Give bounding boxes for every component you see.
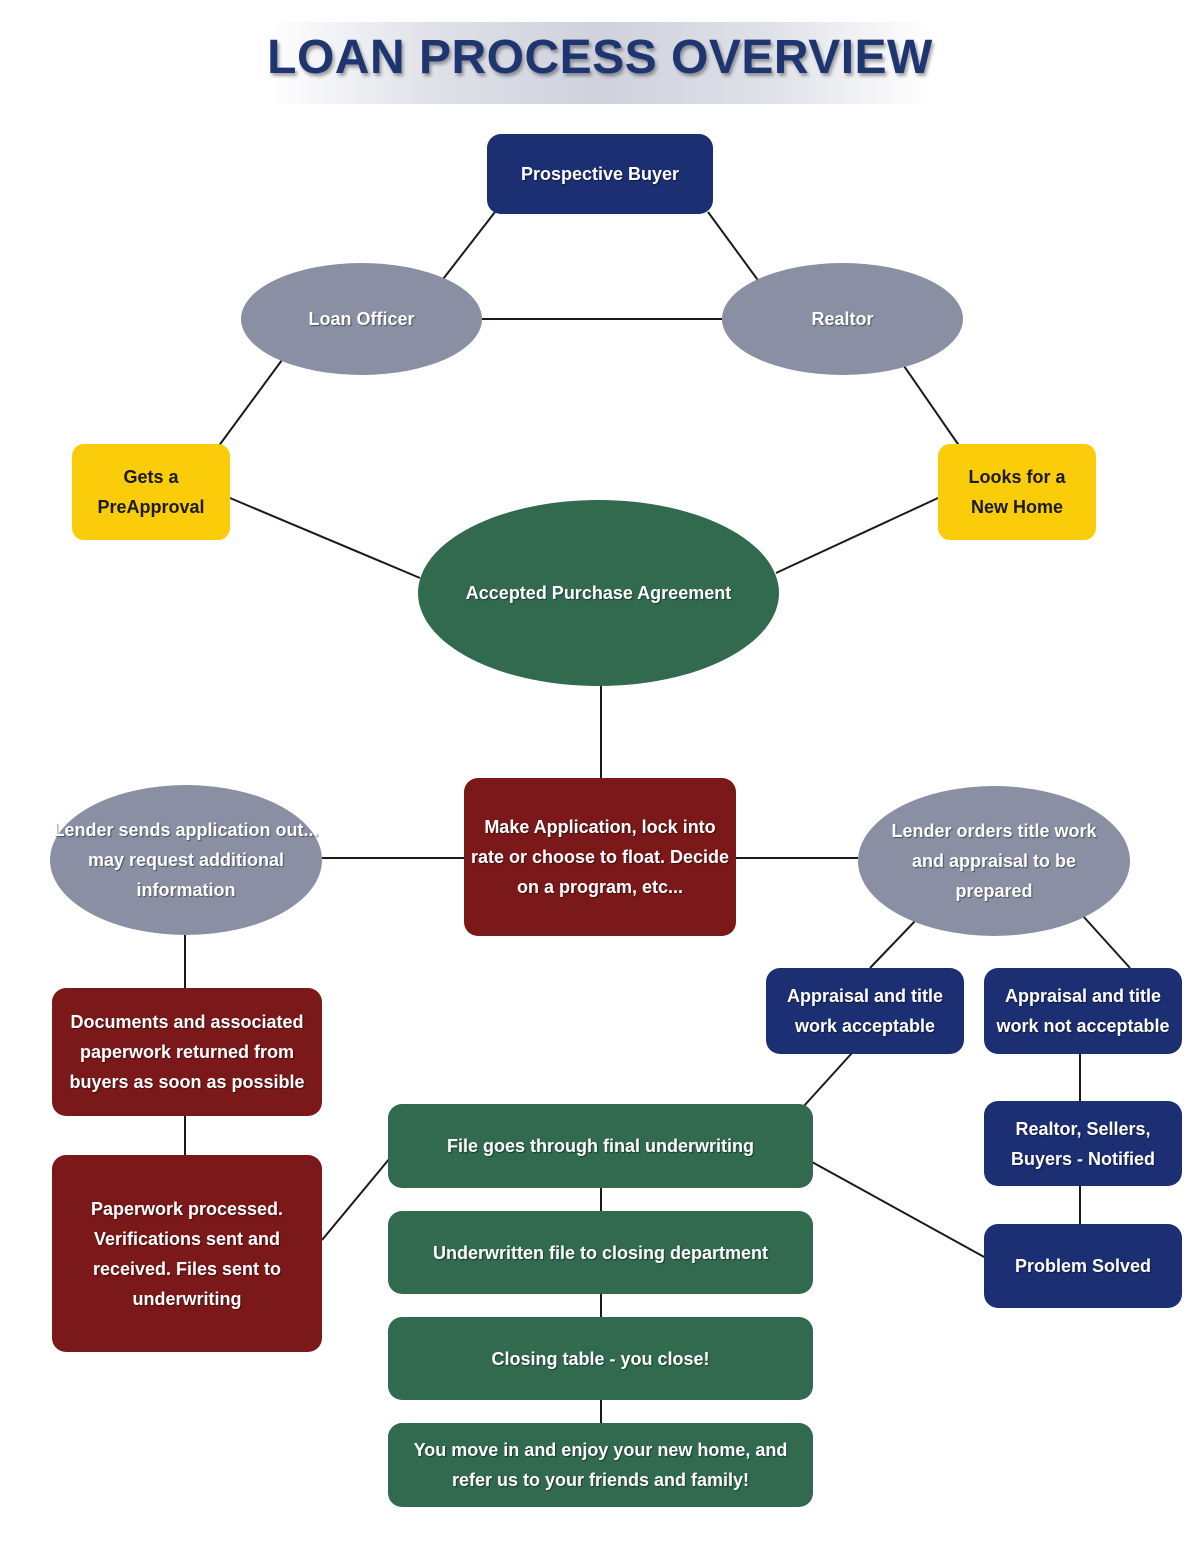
title-background (268, 22, 932, 104)
node-label: Paperwork processed. Verifications sent … (90, 1198, 284, 1309)
node-label: Prospective Buyer (520, 164, 680, 184)
connector (802, 1052, 853, 1108)
node-label: File goes through final underwriting (447, 1136, 754, 1156)
node-loan-officer: Loan Officer (241, 263, 482, 375)
node-label: Looks for a New Home (968, 467, 1066, 517)
node-label: Gets a PreApproval (97, 467, 205, 517)
connector (903, 365, 961, 448)
node-label: Loan Officer (308, 309, 415, 329)
node-final-underwriting: File goes through final underwriting (388, 1104, 813, 1188)
connector (217, 359, 283, 448)
connector (321, 1157, 391, 1241)
node-lender-sends-application: Lender sends application out... may requ… (50, 785, 322, 935)
node-label: Realtor, Sellers, Buyers - Notified (1010, 1118, 1156, 1169)
connector (869, 919, 917, 969)
node-label: Appraisal and title work acceptable (786, 986, 944, 1036)
node-label: Accepted Purchase Agreement (465, 583, 732, 603)
node-label: Appraisal and title work not acceptable (996, 986, 1170, 1036)
node-label: You move in and enjoy your new home, and… (413, 1440, 788, 1490)
node-looks-for-home: Looks for a New Home (938, 444, 1096, 540)
node-prospective-buyer: Prospective Buyer (487, 134, 713, 214)
node-realtor-sellers-buyers-notified: Realtor, Sellers, Buyers - Notified (984, 1101, 1182, 1186)
node-documents-returned: Documents and associated paperwork retur… (52, 988, 322, 1116)
node-closing-department: Underwritten file to closing department (388, 1211, 813, 1294)
node-label: Realtor (811, 309, 874, 329)
connector (775, 497, 939, 574)
page-title: LOAN PROCESS OVERVIEW (267, 31, 933, 84)
node-label: Lender sends application out... may requ… (53, 820, 319, 900)
connector (439, 211, 496, 284)
node-realtor: Realtor (722, 263, 963, 375)
node-accepted-purchase-agreement: Accepted Purchase Agreement (418, 500, 779, 686)
node-label: Lender orders title work and appraisal t… (891, 821, 1097, 901)
node-label: Documents and associated paperwork retur… (69, 1012, 305, 1092)
node-appraisal-not-acceptable: Appraisal and title work not acceptable (984, 968, 1182, 1054)
node-closing-table: Closing table - you close! (388, 1317, 813, 1400)
connector (707, 211, 761, 284)
node-paperwork-processed: Paperwork processed. Verifications sent … (52, 1155, 322, 1352)
node-label: Closing table - you close! (491, 1348, 710, 1369)
node-gets-preapproval: Gets a PreApproval (72, 444, 230, 540)
connector (811, 1161, 987, 1259)
connector (1082, 915, 1131, 969)
node-problem-solved: Problem Solved (984, 1224, 1182, 1308)
node-label: Underwritten file to closing department (432, 1242, 769, 1263)
node-appraisal-acceptable: Appraisal and title work acceptable (766, 968, 964, 1054)
node-label: Make Application, lock into rate or choo… (470, 817, 730, 897)
connector (229, 497, 421, 579)
node-lender-orders-title-work: Lender orders title work and appraisal t… (858, 786, 1130, 936)
node-make-application: Make Application, lock into rate or choo… (464, 778, 736, 936)
node-move-in: You move in and enjoy your new home, and… (388, 1423, 813, 1507)
node-label: Problem Solved (1014, 1256, 1152, 1276)
